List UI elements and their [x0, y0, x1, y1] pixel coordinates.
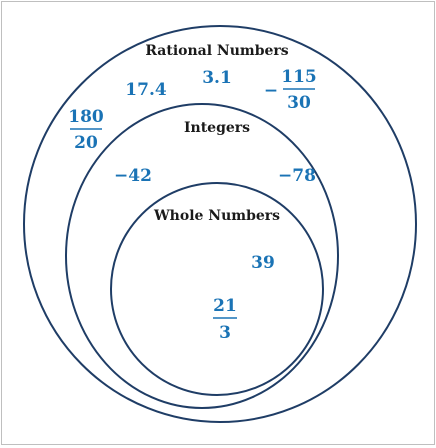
whole-number-39: 39	[251, 253, 275, 273]
fraction-denominator: 3	[219, 323, 231, 343]
fraction-denominator: 30	[287, 93, 311, 113]
whole-numbers-label: Whole Numbers	[153, 208, 280, 224]
rational-numbers-circle	[23, 25, 417, 423]
whole-fraction-21-3: 21 3	[213, 296, 237, 343]
fraction-denominator: 20	[74, 133, 98, 153]
fraction-numerator: 21	[213, 296, 237, 316]
rational-fraction-neg-115-30: − 115 30	[264, 67, 317, 113]
rational-fraction-180-20: 180 20	[68, 107, 104, 153]
fraction-sign: −	[264, 81, 278, 101]
integers-label: Integers	[184, 120, 250, 136]
rational-decimal-3-1: 3.1	[202, 68, 232, 88]
fraction-numerator: 115	[281, 67, 317, 87]
rational-decimal-17-4: 17.4	[125, 80, 167, 100]
integer-neg-42: −42	[114, 166, 152, 186]
fraction-numerator: 180	[68, 107, 104, 127]
rational-numbers-label: Rational Numbers	[145, 43, 288, 59]
integers-circle	[65, 103, 339, 409]
whole-numbers-circle	[110, 182, 324, 396]
integer-neg-78: −78	[278, 166, 316, 186]
